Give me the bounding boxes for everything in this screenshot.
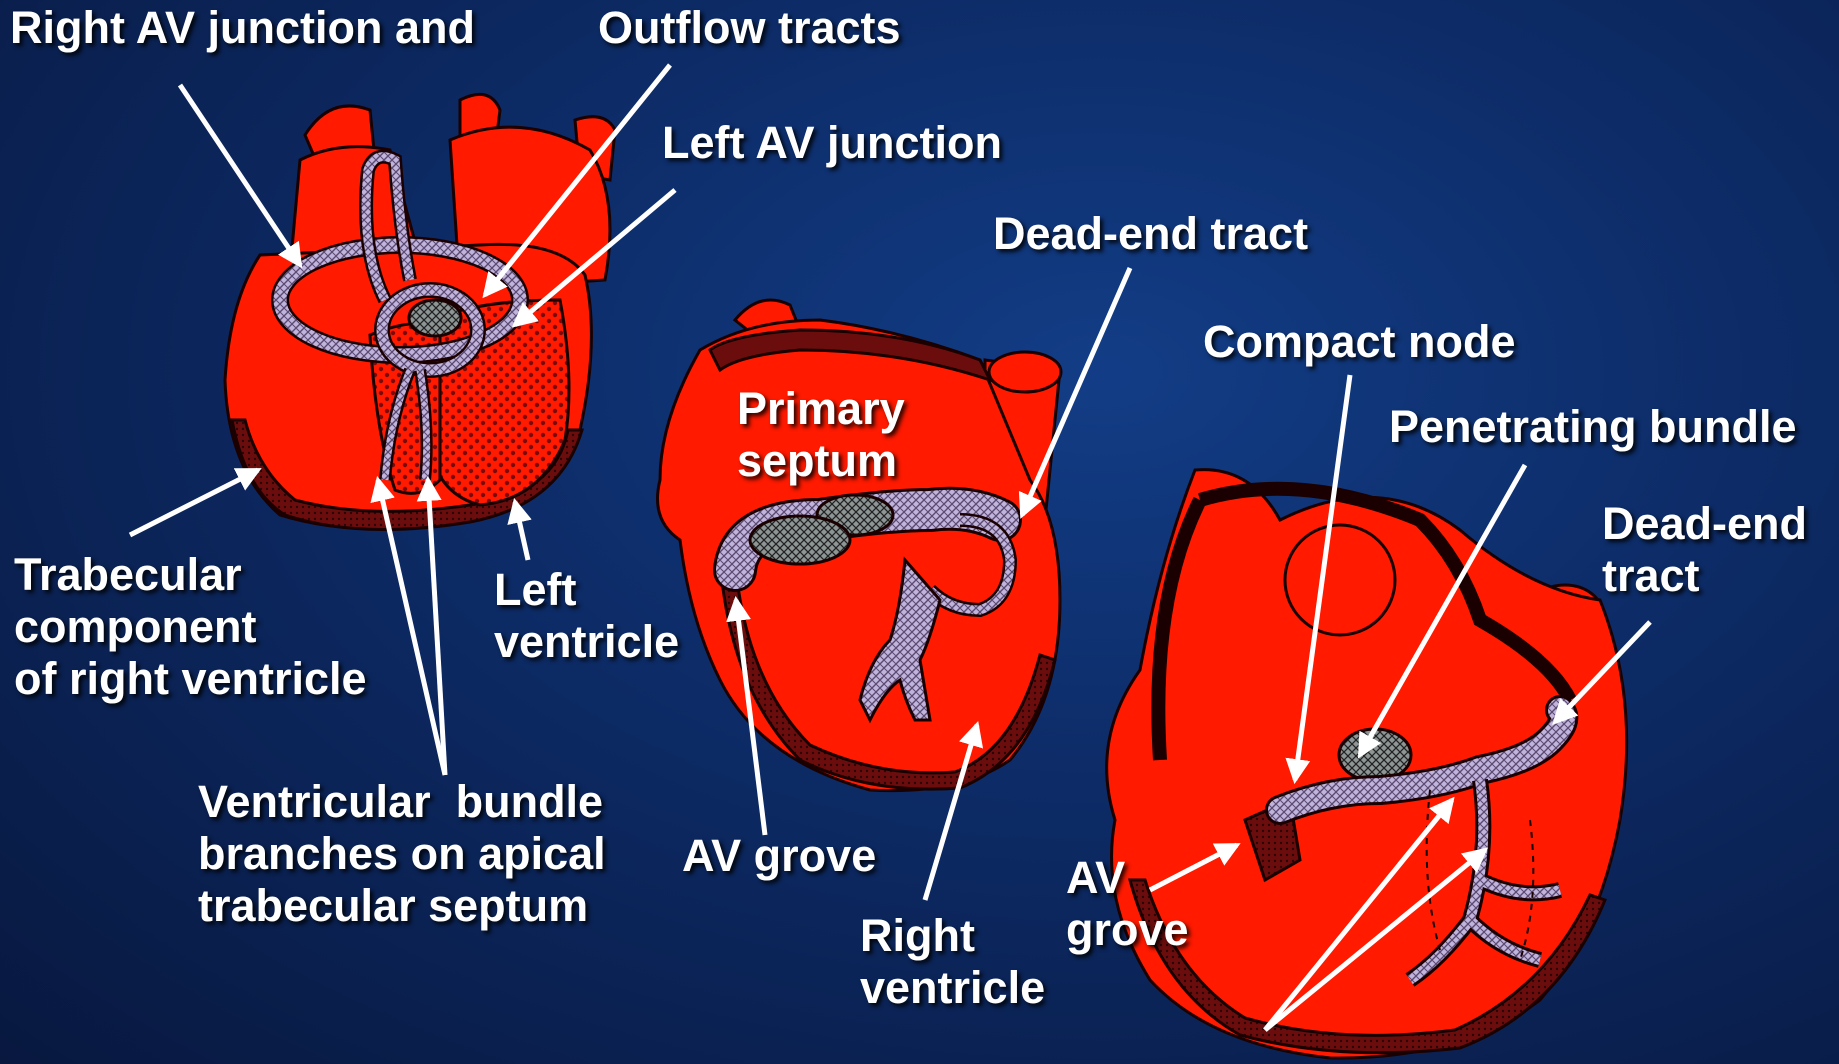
left-heart-illustration	[225, 94, 615, 529]
arrow-trabecular-component	[130, 470, 258, 535]
label-av-grove-middle: AV grove	[682, 830, 876, 882]
label-compact-node: Compact node	[1203, 316, 1516, 368]
label-right-av-junction: Right AV junction and	[10, 2, 475, 54]
label-av-grove-right: AV grove	[1066, 852, 1189, 956]
label-ventricular-bundle-branches: Ventricular bundle branches on apical tr…	[198, 776, 606, 932]
label-penetrating-bundle: Penetrating bundle	[1389, 401, 1797, 453]
right-heart-illustration	[1107, 470, 1627, 1058]
label-dead-end-tract-middle: Dead-end tract	[993, 208, 1308, 260]
arrow-left-ventricle	[515, 502, 528, 560]
label-left-av-junction: Left AV junction	[662, 117, 1002, 169]
middle-heart-illustration	[658, 300, 1062, 791]
label-dead-end-tract-right: Dead-end tract	[1602, 498, 1807, 602]
arrow-right-av-junction	[180, 85, 300, 265]
label-right-ventricle: Right ventricle	[860, 910, 1045, 1014]
label-primary-septum: Primary septum	[737, 383, 905, 487]
label-outflow-tracts: Outflow tracts	[598, 2, 901, 54]
label-trabecular-component: Trabecular component of right ventricle	[14, 549, 367, 705]
label-left-ventricle: Left ventricle	[494, 564, 679, 668]
